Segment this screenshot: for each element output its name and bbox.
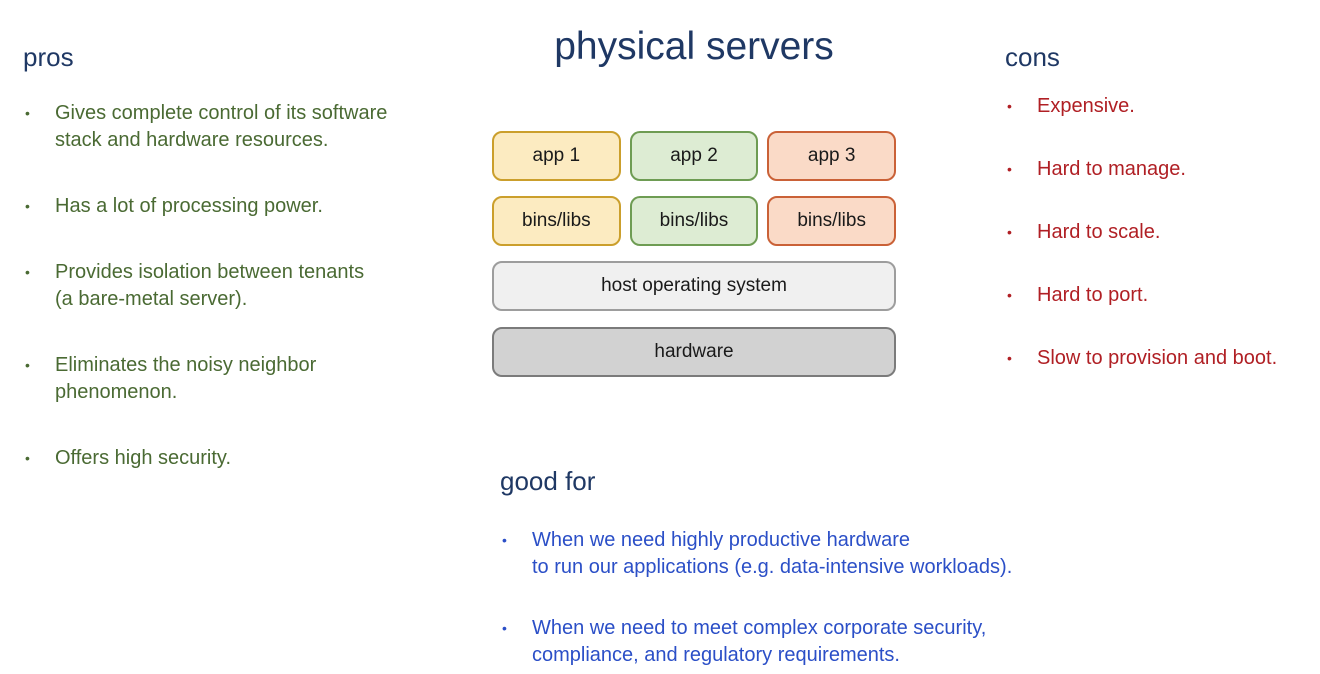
hardware-box: hardware [492,327,896,377]
bullet-icon: • [25,264,30,280]
good-for-heading: good for [500,466,596,496]
cons-list: • Expensive. • Hard to manage. • Hard to… [1005,93,1317,372]
app3-box: app 3 [767,131,896,181]
cons-heading: cons [1005,42,1060,72]
list-item: • Gives complete control of its software… [23,100,453,154]
cons-item-text: Expensive. [1037,95,1135,117]
list-item: • When we need to meet complex corporate… [500,615,1090,669]
bullet-icon: • [1007,98,1012,114]
good-for-section: good for • When we need highly productiv… [500,466,1090,669]
page-title: physical servers [554,25,834,68]
list-item: • Offers high security. [23,445,453,472]
pros-item-text: Eliminates the noisy neighbor phenomenon… [55,354,317,403]
host-os-box: host operating system [492,261,896,311]
list-item: • Expensive. [1005,93,1317,120]
cons-item-text: Hard to scale. [1037,221,1161,243]
list-item: • Slow to provision and boot. [1005,345,1317,372]
pros-item-text: Has a lot of processing power. [55,195,323,217]
list-item: • Hard to port. [1005,282,1317,309]
cons-item-text: Hard to port. [1037,284,1149,306]
bullet-icon: • [25,450,30,466]
cons-section: cons • Expensive. • Hard to manage. • Ha… [1005,42,1317,372]
good-for-item-text: When we need to meet complex corporate s… [532,617,987,666]
apps-grid: app 1 app 2 app 3 bins/libs bins/libs bi… [492,131,896,246]
pros-list: • Gives complete control of its software… [23,100,453,472]
cons-item-text: Hard to manage. [1037,158,1186,180]
pros-item-text: Provides isolation between tenants (a ba… [55,261,365,310]
bullet-icon: • [25,357,30,373]
list-item: • Has a lot of processing power. [23,193,453,220]
bullet-icon: • [502,532,507,548]
list-item: • Hard to scale. [1005,219,1317,246]
bullet-icon: • [1007,224,1012,240]
bins-libs-box-1: bins/libs [492,196,621,246]
list-item: • When we need highly productive hardwar… [500,527,1090,581]
cons-item-text: Slow to provision and boot. [1037,347,1278,369]
bullet-icon: • [25,198,30,214]
bins-libs-box-2: bins/libs [629,196,759,246]
app1-box: app 1 [492,131,621,181]
pros-heading: pros [23,42,74,72]
good-for-list: • When we need highly productive hardwar… [500,527,1090,669]
pros-item-text: Gives complete control of its software s… [55,102,388,151]
list-item: • Hard to manage. [1005,156,1317,183]
good-for-item-text: When we need highly productive hardware … [532,529,1013,578]
bins-libs-box-3: bins/libs [767,196,896,246]
list-item: • Eliminates the noisy neighbor phenomen… [23,352,453,406]
bullet-icon: • [1007,287,1012,303]
bullet-icon: • [1007,350,1012,366]
server-stack-diagram: app 1 app 2 app 3 bins/libs bins/libs bi… [492,131,896,377]
pros-section: pros • Gives complete control of its sof… [23,42,453,472]
pros-item-text: Offers high security. [55,447,231,469]
bullet-icon: • [25,105,30,121]
bullet-icon: • [502,620,507,636]
bullet-icon: • [1007,161,1012,177]
app2-box: app 2 [629,131,759,181]
list-item: • Provides isolation between tenants (a … [23,259,453,313]
